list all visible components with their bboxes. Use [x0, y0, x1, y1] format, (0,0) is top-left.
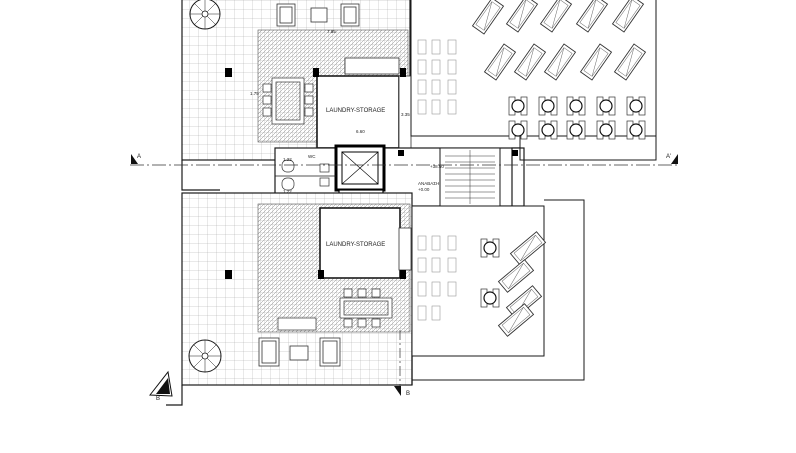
dimension-top-room: 6.60: [356, 129, 365, 134]
sun-lounger: [513, 43, 547, 81]
sun-lounger: [509, 231, 547, 265]
dimension-left-3: 1.75: [250, 91, 259, 96]
section-b-label-bottom: B: [406, 391, 410, 397]
cafe-table: [538, 96, 558, 116]
cafe-table: [508, 96, 528, 116]
cafe-table: [596, 96, 616, 116]
dimension-left-1: 1.22: [283, 157, 292, 162]
cafe-table: [480, 288, 500, 308]
sun-lounger: [505, 0, 539, 33]
section-b-label-left: B: [156, 396, 160, 402]
section-line-a: [130, 154, 680, 166]
cafe-table: [480, 238, 500, 258]
dimension-top-height: 3.35: [401, 112, 410, 117]
sun-lounger: [497, 303, 535, 337]
stair-level-text-2: +0.00: [418, 187, 430, 192]
cafe-table: [566, 120, 586, 140]
dimension-left-2: 1.22: [283, 189, 292, 194]
wc-label-top: WC: [308, 154, 316, 159]
cafe-table: [626, 96, 646, 116]
sun-lounger: [483, 43, 517, 81]
cafe-table: [566, 96, 586, 116]
sun-lounger: [579, 43, 613, 81]
pool-deck-bottom: [411, 199, 585, 381]
sun-lounger: [539, 0, 573, 33]
dimension-top-strip: 7.85: [327, 29, 336, 34]
section-a-label-left: A: [137, 154, 141, 160]
sun-loungers: [471, 0, 647, 337]
dining-table-top: [262, 77, 314, 125]
sun-lounger: [613, 43, 647, 81]
cafe-table: [626, 120, 646, 140]
section-a-label-right: A': [666, 154, 671, 160]
section-line-b: [149, 330, 401, 397]
lift-label: ΑΝΑΒΑΣΗ: [418, 181, 439, 186]
cafe-table: [596, 120, 616, 140]
sun-lounger: [497, 259, 535, 293]
stair-level-text-1: +38.50: [430, 164, 444, 169]
cafe-table: [538, 120, 558, 140]
sun-lounger: [471, 0, 505, 35]
sofa-set-top: [276, 3, 360, 27]
sun-lounger: [611, 0, 645, 33]
cafe-table: [508, 120, 528, 140]
spiral-stair-bottom: [188, 339, 222, 373]
cafe-tables: [480, 96, 646, 308]
room-label-top: LAUNDRY-STORAGE: [326, 108, 385, 114]
spiral-stair-top: [189, 0, 221, 30]
room-label-bottom: LAUNDRY-STORAGE: [326, 242, 385, 248]
sun-lounger: [575, 0, 609, 33]
dining-table-bottom: [277, 288, 393, 331]
sun-lounger: [543, 43, 577, 81]
sofa-set-bottom: [258, 337, 341, 367]
